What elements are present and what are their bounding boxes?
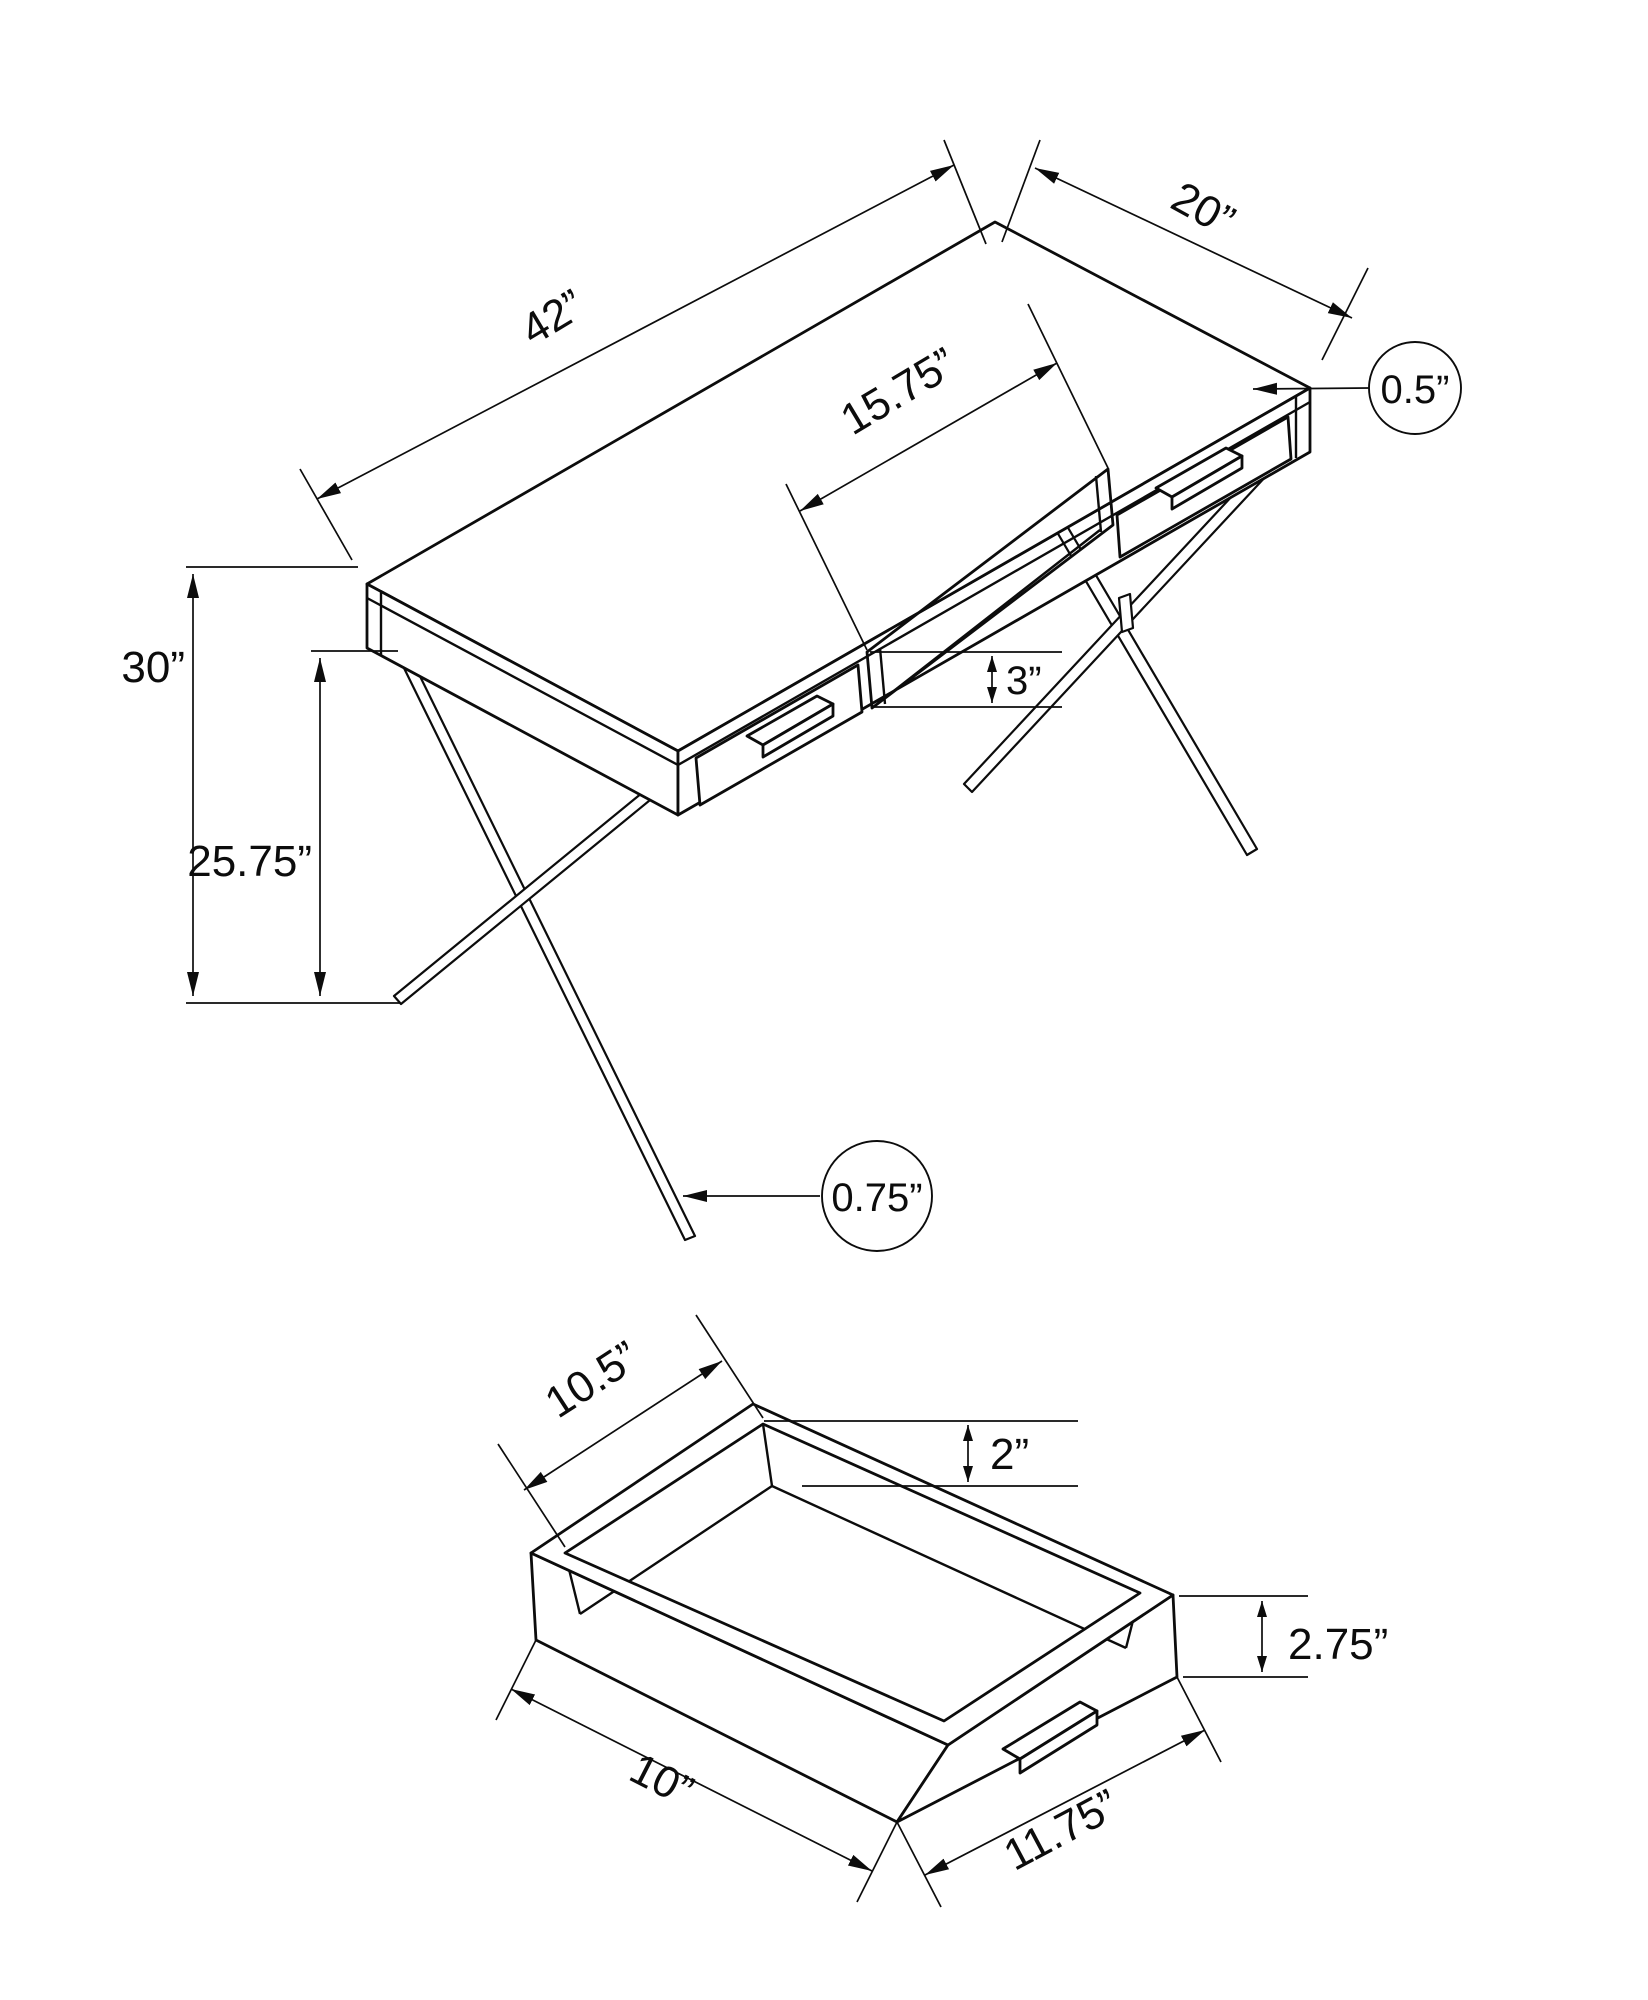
dim-desk-height-label: 30”: [121, 643, 185, 692]
desk-drawers: [694, 415, 1293, 807]
dim-drawer-front-height: 2.75”: [1179, 1595, 1388, 1678]
desk-isometric-view: 42” 20” 0.5” 15.75” 3”: [121, 139, 1462, 1252]
dim-desk-width-label: 42”: [513, 280, 593, 355]
right-drawer-handle-face: [1170, 454, 1244, 511]
drawer-interior: [565, 1424, 1140, 1721]
dim-drawer-inner-depth-label: 10.5”: [537, 1332, 648, 1428]
dim-desk-top-thickness-label: 0.5”: [1381, 368, 1450, 412]
dim-desk-top-thickness: 0.5”: [1252, 341, 1462, 435]
shelf-floor-edge: [885, 529, 1101, 698]
shelf-left-divider: [878, 647, 887, 705]
dim-shelf-opening-height: 3”: [870, 651, 1062, 708]
leg-tube-callout-circle: [821, 1140, 933, 1252]
left-leg-strut-front: [392, 786, 657, 1006]
drawer-floor-edges: [579, 1484, 1127, 1650]
left-drawer-handle-face: [761, 702, 835, 759]
right-leg-bracket: [1117, 592, 1135, 634]
dim-shelf-opening-height-label: 3”: [1006, 659, 1042, 703]
shelf-right-divider: [1094, 475, 1103, 533]
dim-desk-height: 30”: [121, 566, 400, 1004]
drawer-back-inner-corner: [761, 1423, 774, 1487]
drawer-body: [529, 1402, 1179, 1824]
dim-drawer-front-height-label: 2.75”: [1288, 1620, 1388, 1669]
dim-leg-tube: 0.75”: [683, 1140, 933, 1252]
dim-drawer-bottom-depth-label: 10”: [622, 1744, 701, 1817]
dim-drawer-inner-height: 2”: [764, 1420, 1078, 1487]
dim-desk-clearance-label: 25.75”: [187, 837, 312, 886]
dim-desk-clearance: 25.75”: [187, 650, 398, 996]
drawer-isometric-view: 10.5” 2” 2.75” 10” 11.75”: [495, 1314, 1388, 1908]
dim-drawer-inner-height-label: 2”: [990, 1430, 1029, 1479]
dim-leg-tube-label: 0.75”: [831, 1176, 922, 1220]
dim-drawer-front-width-label: 11.75”: [996, 1780, 1126, 1880]
